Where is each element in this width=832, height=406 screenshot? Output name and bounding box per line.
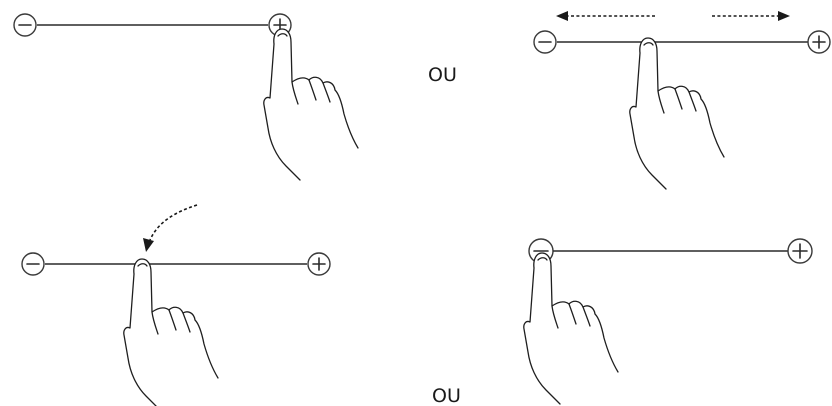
panel-tap-line (21, 204, 331, 406)
panel-drag-slider (533, 11, 831, 190)
plus-circle-icon (787, 238, 813, 264)
minus-circle-icon (13, 13, 37, 37)
plus-circle-icon (307, 252, 331, 276)
minus-circle-icon (21, 252, 45, 276)
pointing-finger-icon (629, 37, 725, 190)
arrow-right-icon (712, 11, 790, 21)
pointing-finger-icon (123, 258, 219, 406)
or-label-bottom: OU (432, 385, 461, 406)
pointing-finger-icon (263, 28, 359, 181)
pointing-finger-icon (523, 252, 619, 405)
panel-tap-minus (523, 238, 813, 405)
panel-tap-plus (13, 13, 359, 181)
plus-circle-icon (807, 30, 831, 54)
arrow-left-icon (556, 11, 655, 21)
curved-arrow-icon (143, 204, 198, 252)
or-label-top: OU (428, 64, 457, 86)
minus-circle-icon (533, 30, 557, 54)
